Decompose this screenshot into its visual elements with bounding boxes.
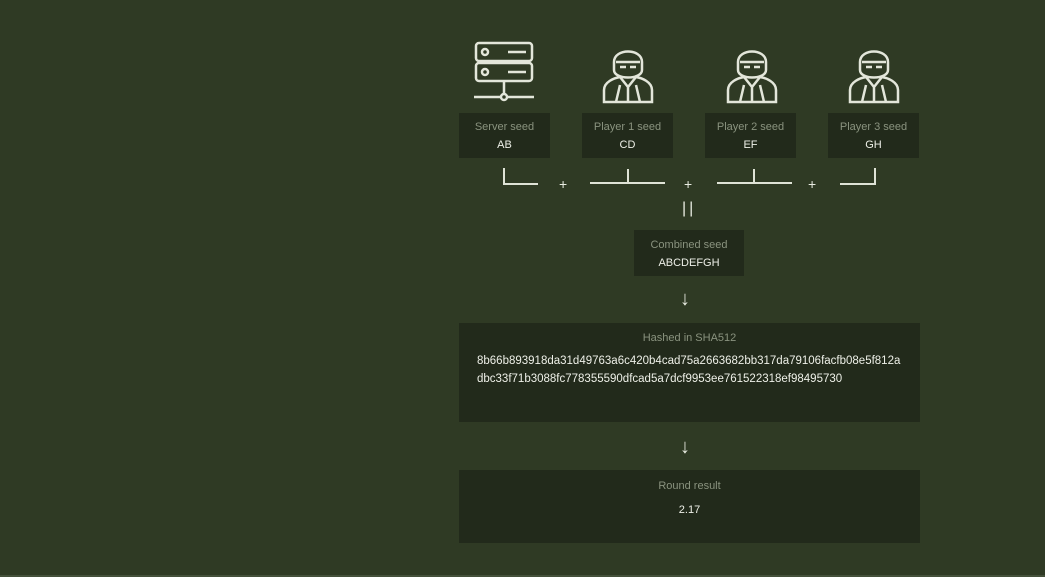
player-3-seed-card: Player 3 seed GH xyxy=(828,113,919,158)
bracket xyxy=(627,169,629,183)
round-result-card: Round result 2.17 xyxy=(459,470,920,543)
arrow-down-icon: ↓ xyxy=(680,288,690,310)
bracket xyxy=(874,168,876,185)
plus-sign: + xyxy=(559,176,568,192)
seed-label: Player 3 seed xyxy=(839,121,908,133)
hashed-label: Hashed in SHA512 xyxy=(642,332,737,344)
plus-sign: + xyxy=(808,176,817,192)
seed-value: AB xyxy=(497,139,512,151)
player-1-seed-card: Player 1 seed CD xyxy=(582,113,673,158)
bracket xyxy=(717,182,792,184)
combined-seed-label: Combined seed xyxy=(650,239,728,251)
arrow-down-icon: ↓ xyxy=(680,436,690,458)
bracket xyxy=(753,169,755,183)
seed-label: Player 1 seed xyxy=(593,121,662,133)
seed-label: Server seed xyxy=(474,121,535,133)
bracket xyxy=(590,182,665,184)
server-icon xyxy=(474,41,534,102)
divider xyxy=(0,575,1045,577)
seed-value: CD xyxy=(619,139,636,151)
seed-label: Player 2 seed xyxy=(716,121,785,133)
round-result-value: 2.17 xyxy=(678,504,701,516)
player-icon xyxy=(848,50,900,104)
bracket xyxy=(840,183,876,185)
equals-sign: || xyxy=(682,200,697,217)
round-result-label: Round result xyxy=(658,480,721,492)
player-icon xyxy=(602,50,654,104)
hash-value: 8b66b893918da31d49763a6c420b4cad75a26636… xyxy=(477,355,901,385)
server-seed-card: Server seed AB xyxy=(459,113,550,158)
player-2-seed-card: Player 2 seed EF xyxy=(705,113,796,158)
bracket xyxy=(503,168,505,184)
seed-value: EF xyxy=(743,139,758,151)
seed-value: GH xyxy=(865,139,882,151)
hashed-card: Hashed in SHA512 8b66b893918da31d49763a6… xyxy=(459,323,920,422)
combined-seed-card: Combined seed ABCDEFGH xyxy=(634,230,744,276)
plus-sign: + xyxy=(684,176,693,192)
combined-seed-value: ABCDEFGH xyxy=(658,257,720,269)
bracket xyxy=(503,183,538,185)
player-icon xyxy=(726,50,778,104)
